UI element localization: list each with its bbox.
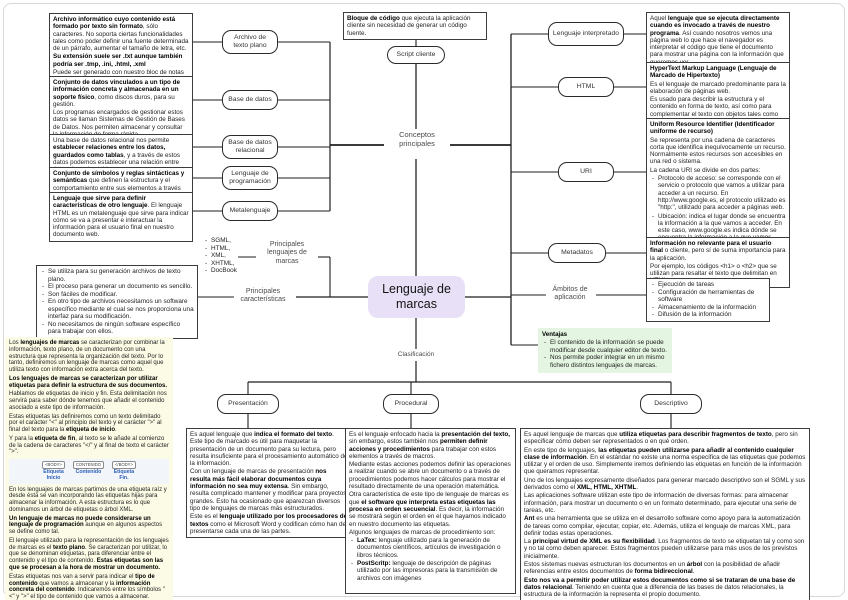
node-lenguaje-programacion[interactable]: Lenguaje de programación (222, 166, 278, 190)
definition-box-presentacion: Es aquel lenguaje que indica el formato … (186, 428, 352, 539)
tag-chip-contenido: CONTENIDO Contenido (72, 461, 104, 481)
node-procedural[interactable]: Procedural (383, 394, 439, 414)
definition-box-html: HyperText Markup Language (Lenguaje de M… (646, 62, 790, 129)
notes-box: Los lenguajes de marcas se caracterizan … (5, 337, 173, 600)
tag-glyph-fin: </BODY> (111, 461, 136, 470)
definition-box-descriptivo: Es aquel lenguaje de marcas que utiliza … (520, 428, 810, 600)
node-base-datos-relacional[interactable]: Base de datos relacional (222, 135, 278, 159)
tag-label-fin: Etiqueta Fin. (113, 469, 135, 481)
node-presentacion[interactable]: Presentación (217, 394, 279, 414)
definition-box-lenguaje-interpretado: Aquel lenguaje que se ejecuta directamen… (646, 12, 790, 70)
tag-structure-figure: <BODY> Etiqueta Inicio CONTENIDO Conteni… (9, 459, 169, 484)
box-ventajas: Ventajas El contenido de la información … (538, 328, 672, 373)
node-uri[interactable]: URI (558, 162, 614, 182)
list-principales-lenguajes: SGML,HTML,XML,XHTML,DocBook (203, 237, 239, 275)
label-conceptos-principales: Conceptos principales (399, 130, 435, 148)
box-ambitos-items: Ejecución de tareasConfiguración de herr… (646, 278, 770, 322)
node-base-de-datos[interactable]: Base de datos (222, 90, 278, 110)
outer-frame (3, 3, 845, 597)
tag-glyph-inicio: <BODY> (42, 461, 65, 470)
node-descriptivo[interactable]: Descriptivo (640, 394, 702, 414)
tag-glyph-contenido: CONTENIDO (72, 461, 104, 470)
label-principales-caracteristicas: Principales características (240, 288, 286, 304)
node-archivo-texto-plano[interactable]: Archivo de texto plano (222, 30, 278, 54)
tag-chip-inicio: <BODY> Etiqueta Inicio (42, 461, 65, 481)
node-metadatos[interactable]: Metadatos (548, 243, 606, 263)
definition-box-metalenguaje: Lenguaje que sirve para definir caracter… (49, 192, 193, 242)
node-metalenguaje[interactable]: Metalenguaje (222, 201, 278, 221)
notes-paras-top: Los lenguajes de marcas se caracterizan … (9, 340, 169, 456)
node-script-cliente[interactable]: Script cliente (387, 46, 445, 64)
label-principales-lenguajes: Principales lenguajes de marcas (267, 241, 307, 265)
node-lenguaje-interpretado[interactable]: Lenguaje interpretado (548, 22, 624, 46)
box-caracteristicas: Se utiliza para su generación archivos d… (36, 265, 198, 339)
definition-box-archivo-texto-plano: Archivo informático cuyo contenido está … (49, 13, 193, 80)
tag-label-contenido: Contenido (75, 469, 102, 476)
definition-box-base-de-datos: Conjunto de datos vinculados a un tipo d… (49, 76, 193, 142)
definition-box-procedural: Es el lenguaje enfocado hacia la present… (345, 428, 516, 594)
ventajas-title: Ventajas (542, 331, 568, 338)
ventajas-list: El contenido de la información se puede … (542, 339, 668, 369)
definition-box-script-cliente: Bloque de código que ejecuta la aplicaci… (343, 12, 487, 40)
tag-chip-fin: </BODY> Etiqueta Fin. (111, 461, 136, 481)
notes-paras-bottom: En los lenguajes de marcas partimos de u… (9, 486, 169, 600)
tag-label-inicio: Etiqueta Inicio (43, 469, 64, 481)
label-ambitos-aplicacion: Ámbitos de aplicación (552, 286, 588, 302)
definition-box-uri: Uniform Resource Identifier (Identificad… (646, 118, 790, 253)
node-html[interactable]: HTML (558, 77, 614, 97)
center-node-lenguaje-de-marcas[interactable]: Lenguaje de marcas (368, 276, 465, 318)
label-clasificacion: Clasificación (397, 351, 435, 358)
